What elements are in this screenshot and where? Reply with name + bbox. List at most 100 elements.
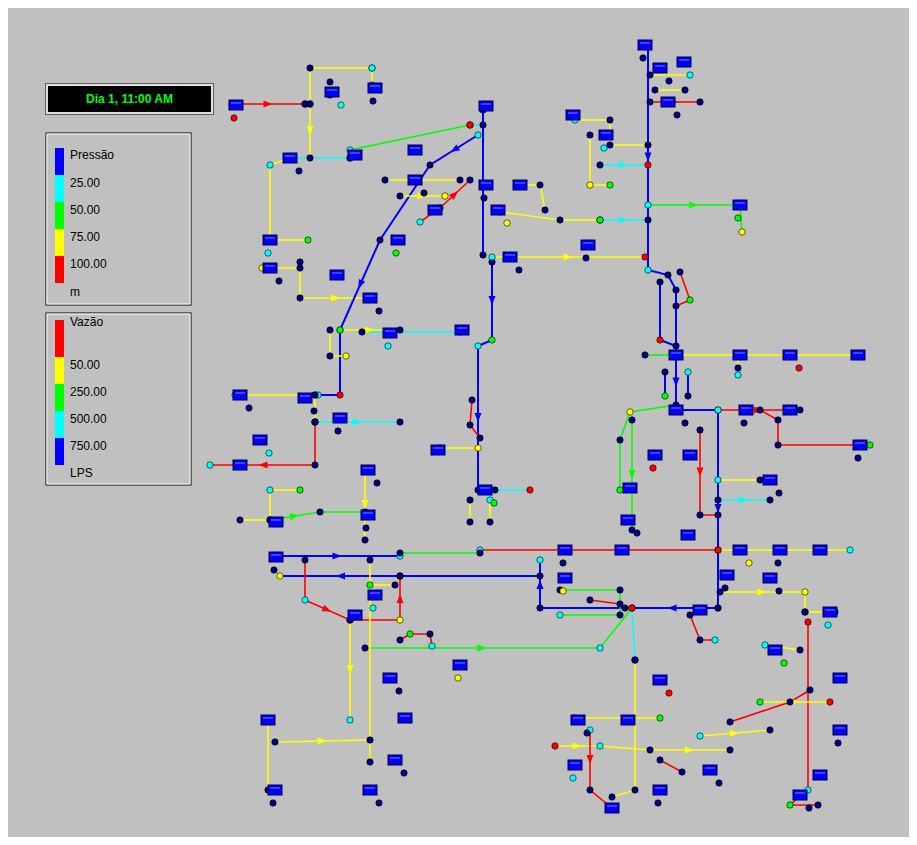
junction: [587, 597, 593, 603]
junction: [307, 101, 313, 107]
tank-body: [503, 252, 517, 262]
tank-symbol: [638, 40, 652, 50]
pipe: [305, 560, 400, 620]
tank-symbol: [333, 413, 347, 423]
tank-level: [765, 576, 775, 577]
tank-level: [655, 678, 665, 679]
tank-body: [388, 755, 402, 765]
tank-symbol: [733, 350, 747, 360]
tank-level: [457, 328, 467, 329]
junction: [467, 122, 473, 128]
junction: [727, 747, 733, 753]
junction: [552, 743, 558, 749]
junction: [359, 329, 365, 335]
tank-level: [493, 208, 503, 209]
junction: [583, 255, 589, 261]
junction: [807, 687, 813, 693]
tank-body: [408, 175, 422, 185]
tank-level: [722, 573, 732, 574]
tank-body: [428, 205, 442, 215]
tank-level: [235, 463, 245, 464]
junction: [397, 573, 403, 579]
junction: [797, 647, 803, 653]
tank-level: [683, 533, 693, 534]
tank-body: [720, 570, 734, 580]
tank-level: [785, 408, 795, 409]
pipe: [270, 158, 308, 240]
tank-body: [648, 450, 662, 460]
tank-symbol: [391, 235, 405, 245]
tank-symbol: [361, 510, 375, 520]
tank-symbol: [325, 87, 339, 97]
legend-value: 50.00: [70, 358, 100, 372]
junction: [537, 605, 543, 611]
junction: [469, 397, 475, 403]
junction: [775, 442, 781, 448]
pipe: [575, 717, 660, 719]
junction: [835, 740, 841, 746]
junction: [584, 730, 590, 736]
junction: [787, 802, 793, 808]
flow-arrow: [758, 589, 767, 596]
tank-body: [558, 545, 572, 555]
tank-level: [735, 353, 745, 354]
tank-symbol: [363, 785, 377, 795]
tank-symbol: [783, 405, 797, 415]
tank-level: [650, 453, 660, 454]
tank-level: [573, 718, 583, 719]
junction: [376, 308, 382, 314]
tank-symbol: [648, 450, 662, 460]
junction: [427, 631, 433, 637]
tank-symbol: [733, 545, 747, 555]
tank-symbol: [428, 205, 442, 215]
junction: [475, 445, 481, 451]
tank-level: [363, 513, 373, 514]
tank-symbol: [348, 150, 362, 160]
junction: [802, 609, 808, 615]
junction: [715, 477, 721, 483]
junction: [776, 490, 782, 496]
tank-symbol: [693, 605, 707, 615]
pipe: [730, 690, 810, 722]
junction: [757, 477, 763, 483]
junction: [597, 645, 603, 651]
junction: [312, 462, 318, 468]
tank-symbol: [363, 293, 377, 303]
junction: [367, 582, 373, 588]
junction: [385, 343, 391, 349]
junction: [617, 437, 623, 443]
junction: [312, 419, 318, 425]
tank-body: [453, 660, 467, 670]
junction: [715, 407, 721, 413]
pipe-network: [207, 40, 873, 813]
junction: [629, 605, 635, 611]
junction: [542, 207, 548, 213]
tank-level: [350, 153, 360, 154]
pipe: [440, 447, 478, 449]
tank-symbol: [479, 101, 493, 111]
tank-body: [408, 145, 422, 155]
junction: [716, 780, 722, 786]
tank-body: [833, 725, 847, 735]
legend-swatch: [55, 438, 64, 465]
tank-body: [621, 515, 635, 525]
pipe: [365, 608, 632, 648]
junction: [397, 327, 403, 333]
junction: [627, 409, 633, 415]
tank-level: [271, 520, 281, 521]
pipe: [267, 720, 269, 790]
tank-level: [265, 238, 275, 239]
pipe: [370, 584, 395, 586]
junction: [735, 365, 741, 371]
pipe: [318, 135, 478, 395]
junction: [343, 353, 349, 359]
flow-arrow: [475, 413, 482, 422]
junction: [806, 805, 812, 811]
flow-arrow: [629, 470, 636, 479]
junction: [607, 142, 613, 148]
junction: [827, 699, 833, 705]
junction: [302, 557, 308, 563]
tank-level: [335, 416, 345, 417]
junction: [327, 353, 333, 359]
legend-value: 50.00: [70, 203, 100, 217]
